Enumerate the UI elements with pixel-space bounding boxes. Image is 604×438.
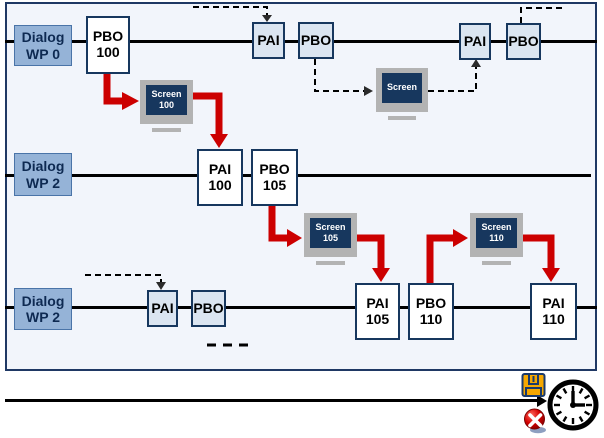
time-axis-arrowhead (537, 395, 547, 407)
dialog-wp2-label-1: Dialog WP 2 (14, 153, 72, 196)
pai-110-box: PAI 110 (530, 283, 577, 340)
pbo-box-top-1: PBO (298, 22, 334, 59)
screen-100-icon: Screen 100 (140, 80, 193, 124)
pbo-105-box: PBO 105 (251, 149, 298, 206)
screen-110-stand (482, 261, 511, 265)
pbo-box-bottom: PBO (191, 290, 226, 327)
timeline-wp2b (5, 306, 597, 309)
pbo-110-box: PBO 110 (408, 283, 454, 340)
screen-stand (388, 116, 416, 120)
pai-100-box: PAI 100 (197, 149, 243, 206)
screen-105-icon: Screen 105 (304, 213, 357, 257)
screen-105-label: Screen 105 (310, 218, 351, 248)
cancel-icon (524, 408, 546, 434)
screen-icon: Screen (376, 68, 428, 112)
pbo-100-box: PBO 100 (86, 16, 130, 74)
screen-100-label: Screen 100 (146, 85, 187, 115)
save-icon (521, 373, 546, 397)
screen-label: Screen (382, 73, 422, 103)
pai-box-bottom: PAI (147, 290, 178, 327)
screen-100-stand (152, 128, 181, 132)
pai-105-box: PAI 105 (355, 283, 400, 340)
dialog-wp0-label: Dialog WP 0 (14, 25, 72, 66)
pbo-box-top-2: PBO (506, 23, 541, 60)
pai-box-top-1: PAI (252, 22, 285, 59)
time-axis-line (5, 399, 538, 402)
dialog-wp2-label-2: Dialog WP 2 (14, 288, 72, 330)
screen-105-stand (316, 261, 345, 265)
pai-box-top-2: PAI (459, 23, 491, 60)
timeline-wp2a (5, 174, 591, 177)
screen-110-label: Screen 110 (476, 218, 517, 248)
screen-110-icon: Screen 110 (470, 213, 523, 257)
clock-icon (547, 379, 599, 431)
